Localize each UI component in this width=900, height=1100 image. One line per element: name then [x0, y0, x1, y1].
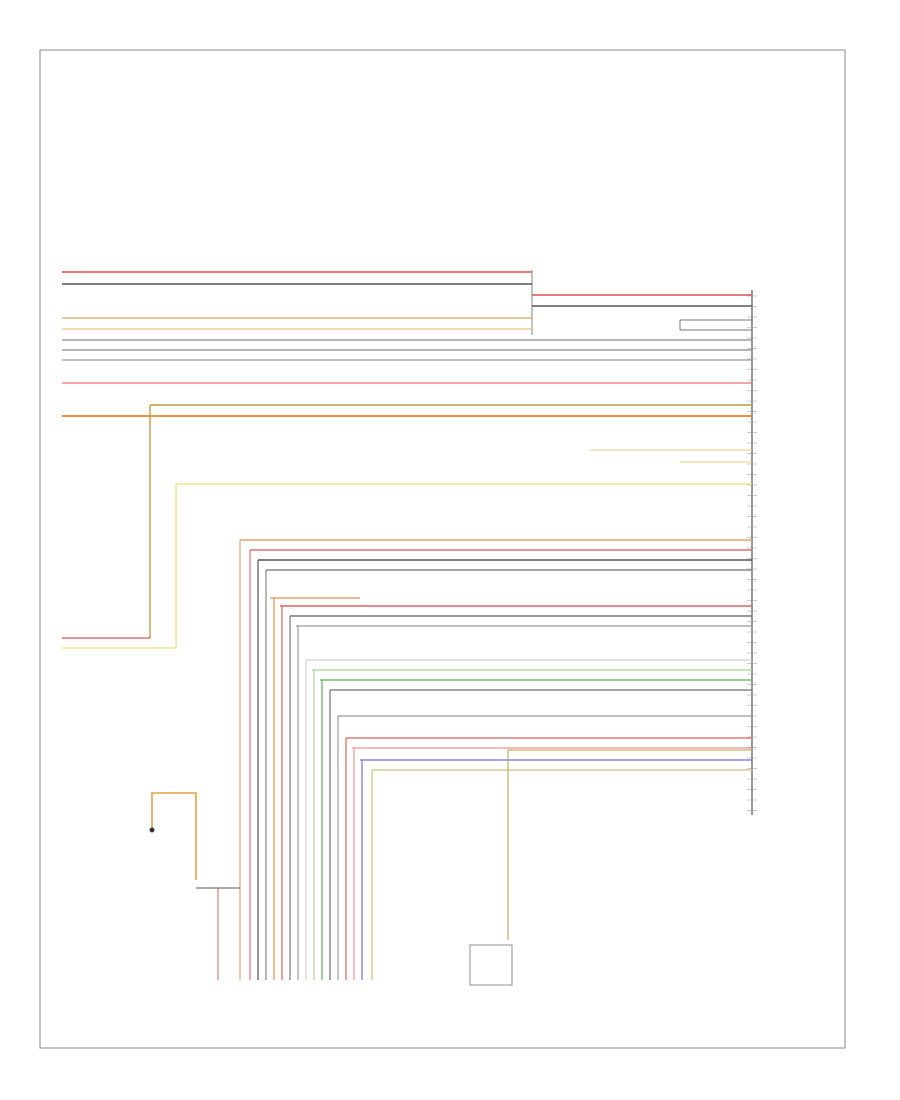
ground-symbol [149, 827, 155, 833]
vertical-drops [239, 540, 509, 980]
lower-wire-group [240, 539, 752, 771]
pin-marks [747, 295, 757, 811]
diagram-border [39, 49, 846, 1049]
ground-branch [149, 792, 240, 980]
bottom-connector-mid-body [469, 944, 513, 986]
top-wire-group [62, 271, 752, 361]
mid-wire-group [62, 382, 752, 649]
ground-wire [151, 792, 197, 880]
